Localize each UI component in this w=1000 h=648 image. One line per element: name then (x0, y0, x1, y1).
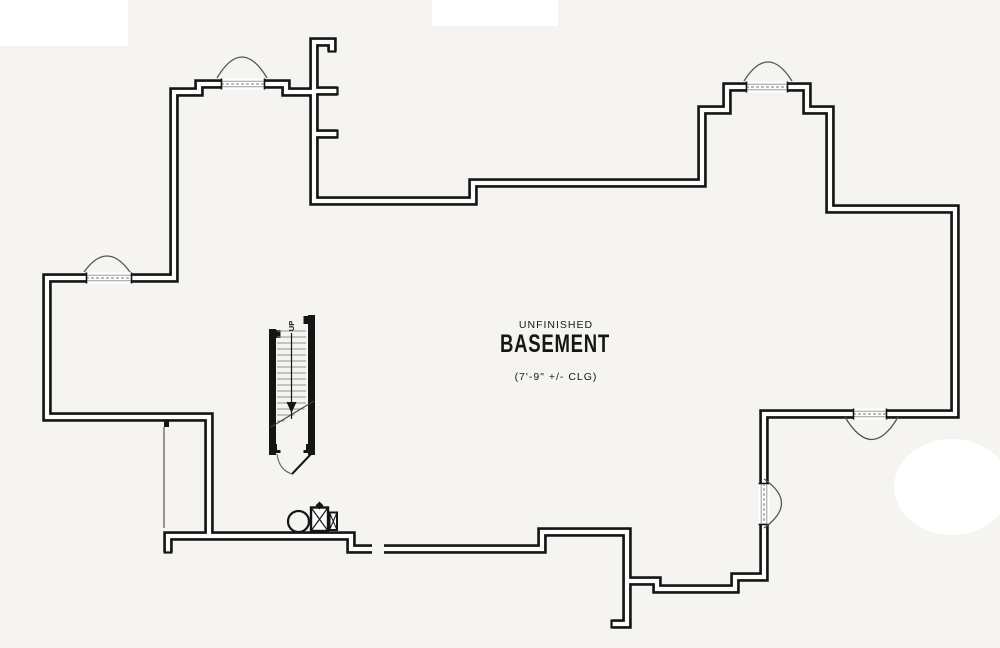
room-status-label: UNFINISHED (519, 319, 593, 331)
stair-bottom-door (276, 453, 312, 475)
stair-arrow-head (286, 402, 297, 413)
window-top-right-bay (745, 81, 789, 93)
scan-artifacts (0, 0, 1000, 535)
window-top-left-bay (220, 78, 266, 90)
arch-left-window (83, 255, 131, 273)
stair-up-label: UP (287, 321, 296, 331)
opening-bottom-right-top-wall (852, 408, 888, 420)
arch-top-right-window (743, 61, 793, 82)
windows (85, 78, 888, 526)
opening-right-side-wall (758, 482, 770, 526)
stair-break-line (270, 400, 315, 428)
arcs (83, 56, 899, 529)
swing-arc-right-side (763, 478, 782, 529)
room-labels: UNFINISHED BASEMENT (7'-9" +/- CLG) (500, 319, 610, 383)
wall-outline-core (44, 39, 958, 627)
stair-break-cover (277, 408, 306, 450)
bottom-wall-opening-gap (372, 542, 384, 557)
utility-unit-box (328, 511, 338, 531)
arch-top-left-window (216, 56, 268, 79)
window-left-bay (85, 272, 133, 284)
water-heater-circle (286, 509, 311, 534)
ceiling-height-label: (7'-9" +/- CLG) (515, 371, 598, 383)
interior-partition-line (163, 420, 169, 528)
swing-arc-bottom-right-top (844, 416, 899, 441)
furnace-unit-box (309, 501, 330, 533)
exterior-walls (42, 37, 960, 629)
door-swing-arc (276, 453, 293, 475)
furnace-valve-diamond (315, 501, 324, 510)
wall-end-caps (163, 50, 613, 629)
room-name-label: BASEMENT (500, 330, 610, 358)
staircase: UP (269, 315, 315, 475)
utility-fixtures (286, 501, 338, 534)
door-leaf (291, 453, 312, 475)
